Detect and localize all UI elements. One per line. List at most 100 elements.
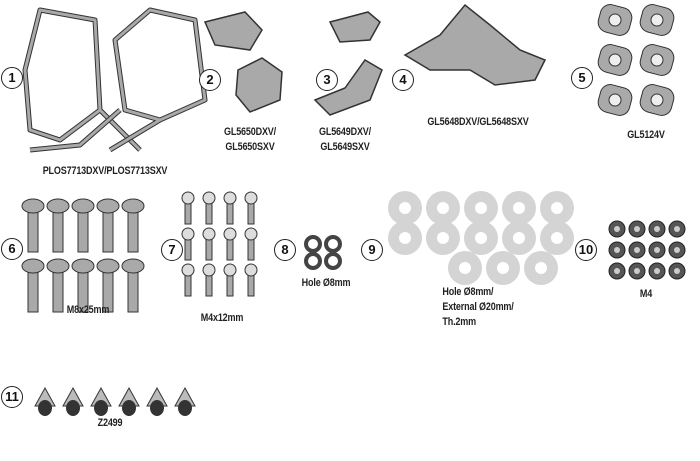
flat-washer-hole xyxy=(475,202,487,214)
bolt-m8-shank xyxy=(52,267,64,313)
bolt-m8-shank xyxy=(27,207,39,253)
part-label-9: Hole Ø8mm/External Ø20mm/Th.2mm xyxy=(442,285,513,330)
screw-m4-shank xyxy=(184,201,192,225)
bolt-m8-head xyxy=(121,258,145,274)
side-frame xyxy=(23,8,142,152)
screw-m4-head xyxy=(181,191,195,205)
bracket-gl5649-lower xyxy=(313,59,383,116)
part-label-2: GL5650DXV/GL5650SXV xyxy=(224,125,276,155)
part-label-9-line1: Hole Ø8mm/ xyxy=(442,286,494,298)
bolt-m8-head xyxy=(71,258,95,274)
part-label-5: GL5124V xyxy=(627,129,665,141)
screw-m4-shank xyxy=(205,237,213,261)
flat-washer-hole xyxy=(475,232,487,244)
part-label-3-line2: GL5649SXV xyxy=(320,141,370,153)
part-label-9-line3: Th.2mm xyxy=(442,316,476,328)
push-rivet-head xyxy=(94,400,108,416)
part-number-5: 5 xyxy=(571,67,593,89)
nut-m4-hole xyxy=(614,268,620,274)
part-label-8: Hole Ø8mm xyxy=(301,277,351,289)
push-rivet-head xyxy=(150,400,164,416)
bracket-gl5650-upper xyxy=(203,11,263,51)
screw-m4-head xyxy=(181,263,195,277)
part-label-1: PLOS7713DXV/PLOS7713SXV xyxy=(42,165,168,177)
flat-washer-hole xyxy=(437,232,449,244)
flat-washer-hole xyxy=(399,202,411,214)
screw-m4-shank xyxy=(226,201,234,225)
screw-m4-head xyxy=(244,263,258,277)
bolt-m8-shank xyxy=(77,207,89,253)
part-label-7: M4x12mm xyxy=(200,312,244,324)
bolt-m8-head xyxy=(46,198,70,214)
screw-m4-shank xyxy=(247,201,255,225)
part-number-4: 4 xyxy=(392,69,414,91)
nut-m4-hole xyxy=(654,268,660,274)
screw-m4-shank xyxy=(226,273,234,297)
bolt-m8-head xyxy=(21,258,45,274)
screw-m4-shank xyxy=(247,237,255,261)
screw-m4-head xyxy=(223,227,237,241)
nut-m4-hole xyxy=(614,247,620,253)
nut-plate-hole xyxy=(608,53,622,67)
nut-m4-hole xyxy=(634,247,640,253)
flat-washer-hole xyxy=(551,232,563,244)
nut-m4-hole xyxy=(654,226,660,232)
screw-m4-shank xyxy=(226,237,234,261)
bolt-m8-head xyxy=(96,258,120,274)
nut-m4-hole xyxy=(674,226,680,232)
flat-washer-hole xyxy=(513,202,525,214)
bolt-m8-head xyxy=(96,198,120,214)
part-label-2-line1: GL5650DXV/ xyxy=(223,126,277,138)
part-number-11: 11 xyxy=(1,386,23,408)
nut-plate-hole xyxy=(608,93,622,107)
part-number-3: 3 xyxy=(316,69,338,91)
bolt-m8-shank xyxy=(127,207,139,253)
bracket-gl5650-lower xyxy=(235,57,283,113)
part-number-2: 2 xyxy=(199,69,221,91)
bracket-gl5649-upper xyxy=(328,11,381,43)
screw-m4-head xyxy=(181,227,195,241)
nut-m4-hole xyxy=(614,226,620,232)
screw-m4-head xyxy=(202,191,216,205)
screw-m4-head xyxy=(223,263,237,277)
screw-m4-shank xyxy=(184,237,192,261)
screw-m4-head xyxy=(244,227,258,241)
screw-m4-shank xyxy=(205,201,213,225)
side-frame xyxy=(29,8,207,152)
part-number-9: 9 xyxy=(361,239,383,261)
screw-m4-shank xyxy=(205,273,213,297)
nut-m4-hole xyxy=(634,226,640,232)
push-rivet-head xyxy=(122,400,136,416)
bolt-m8-head xyxy=(121,198,145,214)
flat-washer-hole xyxy=(513,232,525,244)
screw-m4-head xyxy=(202,263,216,277)
bolt-m8-shank xyxy=(27,267,39,313)
screw-m4-head xyxy=(223,191,237,205)
push-rivet-head xyxy=(38,400,52,416)
bracket-gl5648 xyxy=(403,3,547,86)
part-number-10: 10 xyxy=(575,239,597,261)
part-label-10: M4 xyxy=(639,288,653,300)
bolt-m8-shank xyxy=(102,207,114,253)
part-number-1: 1 xyxy=(1,67,23,89)
screw-m4-head xyxy=(202,227,216,241)
part-number-6: 6 xyxy=(1,238,23,260)
flat-washer-hole xyxy=(437,202,449,214)
part-label-9-line2: External Ø20mm/ xyxy=(442,301,514,313)
nut-m4-hole xyxy=(674,268,680,274)
nut-plate-hole xyxy=(650,53,664,67)
push-rivet-head xyxy=(178,400,192,416)
flat-washer-hole xyxy=(551,202,563,214)
part-label-11: Z2499 xyxy=(97,417,123,429)
part-label-3: GL5649DXV/GL5649SXV xyxy=(319,125,371,155)
flat-washer-hole xyxy=(535,262,547,274)
nut-plate-hole xyxy=(608,13,622,27)
lock-washer xyxy=(324,235,342,253)
bolt-m8-shank xyxy=(127,267,139,313)
flat-washer-hole xyxy=(459,262,471,274)
part-label-2-line2: GL5650SXV xyxy=(225,141,275,153)
part-label-4: GL5648DXV/GL5648SXV xyxy=(427,116,529,128)
part-label-3-line1: GL5649DXV/ xyxy=(318,126,372,138)
